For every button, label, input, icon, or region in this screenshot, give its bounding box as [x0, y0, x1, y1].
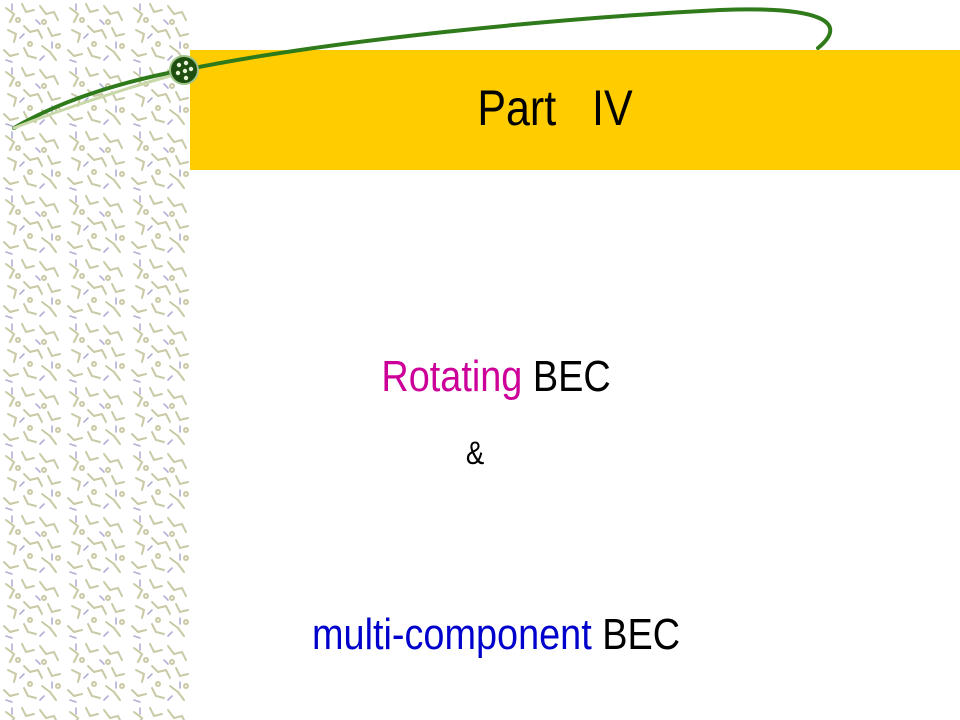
multi-component-keyword: multi-component: [312, 610, 592, 659]
bec-text: BEC: [591, 610, 681, 659]
rotating-bec-line: Rotating BEC: [144, 302, 806, 452]
rotating-keyword: Rotating: [381, 352, 523, 401]
slide-title: Part IV: [477, 80, 633, 136]
ampersand-line: &: [465, 435, 485, 471]
multi-component-bec-line: multi-component BEC: [144, 560, 806, 710]
bec-text: BEC: [522, 352, 611, 401]
